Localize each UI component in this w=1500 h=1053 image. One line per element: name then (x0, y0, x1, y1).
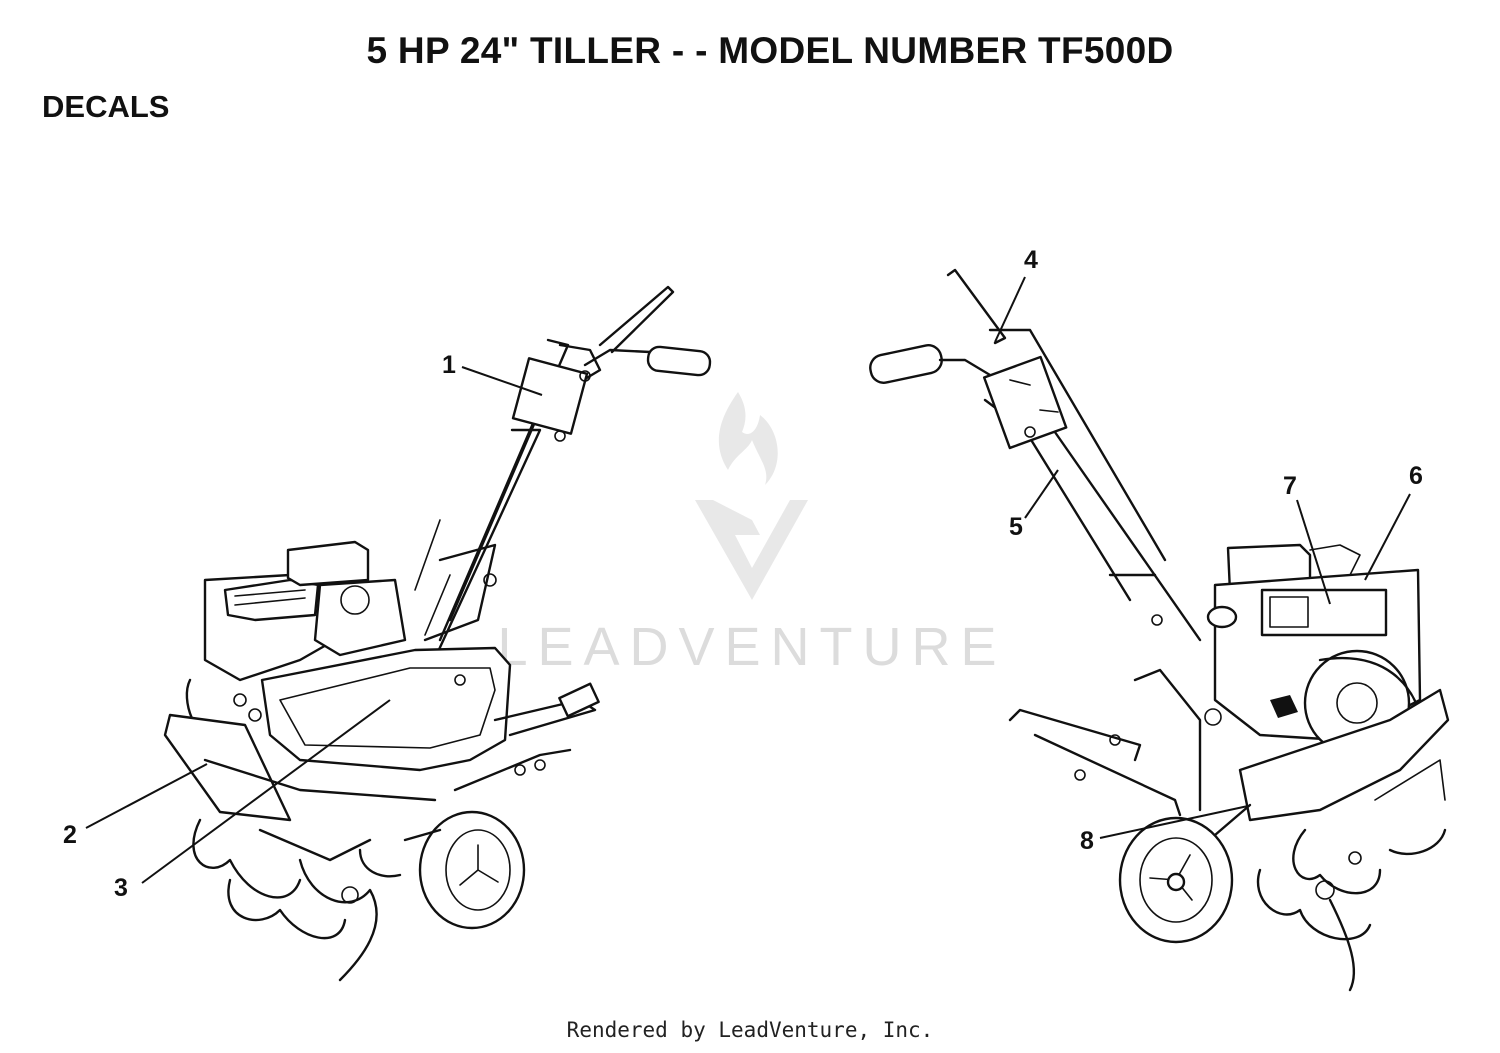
diagram-title: 5 HP 24" TILLER - - MODEL NUMBER TF500D (366, 30, 1174, 71)
callout-8: 8 (1080, 827, 1094, 855)
leadventure-watermark: LEADVENTURE (497, 392, 1006, 677)
callout-6: 6 (1409, 462, 1423, 490)
callout-4: 4 (1024, 246, 1038, 274)
callout-7: 7 (1283, 472, 1297, 500)
watermark-text: LEADVENTURE (497, 617, 1006, 677)
callout-2: 2 (63, 821, 77, 849)
footer-credit: Rendered by LeadVenture, Inc. (566, 1018, 934, 1042)
callout-3: 3 (114, 874, 128, 902)
callout-1: 1 (442, 351, 456, 379)
callout-5: 5 (1009, 513, 1023, 541)
callout-leaders (85, 276, 1411, 884)
section-heading: DECALS (42, 89, 170, 124)
tiller-right-view (869, 268, 1450, 992)
tiller-left-view (163, 285, 712, 982)
callout-labels: 1 2 3 4 5 6 7 8 (63, 246, 1423, 902)
